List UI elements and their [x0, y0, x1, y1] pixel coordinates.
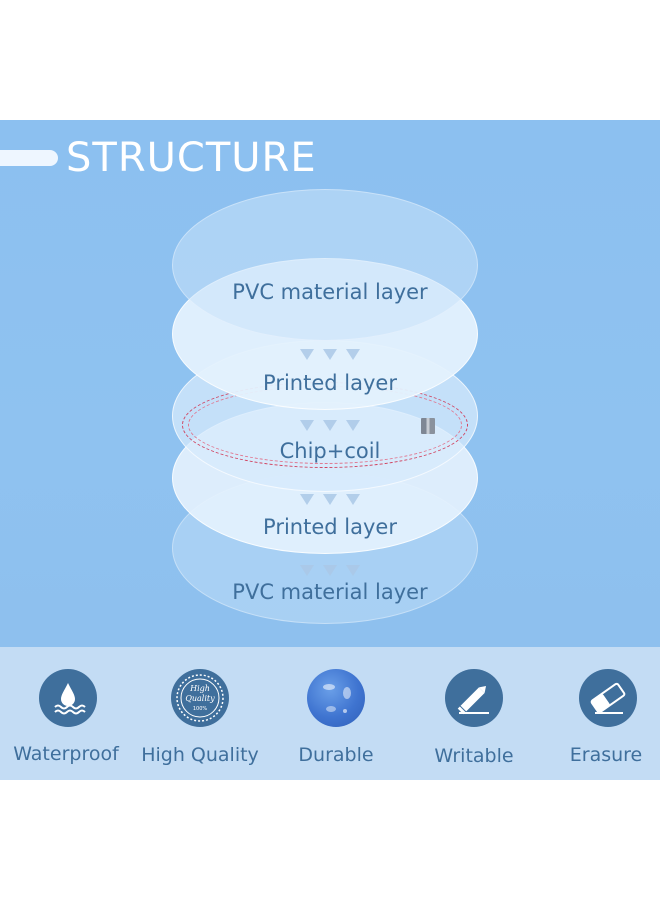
badge-text-quality: Quality: [185, 694, 215, 703]
layer-label-printed-bottom: Printed layer: [263, 515, 397, 539]
feature-label-durable: Durable: [298, 744, 374, 766]
feature-label-high-quality: High Quality: [141, 744, 259, 766]
feature-durable: Durable: [270, 647, 402, 780]
badge-text-high: High: [189, 684, 210, 693]
badge-text-percent: 100%: [193, 706, 208, 712]
pencil-icon: [445, 669, 503, 727]
rfid-chip: [421, 418, 435, 434]
layer-label-pvc-top: PVC material layer: [232, 280, 428, 304]
title-accent-bar: [0, 150, 58, 166]
down-arrows-3: [300, 494, 360, 508]
down-arrows-4: [300, 565, 360, 579]
layer-label-chip-coil: Chip+coil: [279, 439, 381, 463]
feature-waterproof: Waterproof: [0, 647, 132, 780]
down-arrows-2: [300, 420, 360, 434]
layer-label-pvc-bottom: PVC material layer: [232, 580, 428, 604]
layer-disc-pvc-top: [172, 189, 478, 341]
down-arrows-1: [300, 349, 360, 363]
page-title: STRUCTURE: [66, 135, 317, 181]
feature-label-writable: Writable: [434, 745, 514, 767]
water-drop-icon: [39, 669, 97, 727]
eraser-icon: [579, 669, 637, 727]
quality-badge-icon: High Quality 100%: [171, 669, 229, 727]
feature-high-quality: High Quality 100% High Quality: [134, 647, 266, 780]
feature-erasure: Erasure: [541, 647, 660, 780]
durable-sphere-icon: [307, 669, 365, 727]
layer-label-printed-top: Printed layer: [263, 371, 397, 395]
feature-label-waterproof: Waterproof: [13, 743, 119, 765]
structure-panel: STRUCTURE PVC material layer Printed lay…: [0, 120, 660, 647]
feature-strip: Waterproof High Quality 100% High Qualit…: [0, 647, 660, 780]
feature-writable: Writable: [408, 647, 540, 780]
feature-label-erasure: Erasure: [569, 744, 643, 766]
